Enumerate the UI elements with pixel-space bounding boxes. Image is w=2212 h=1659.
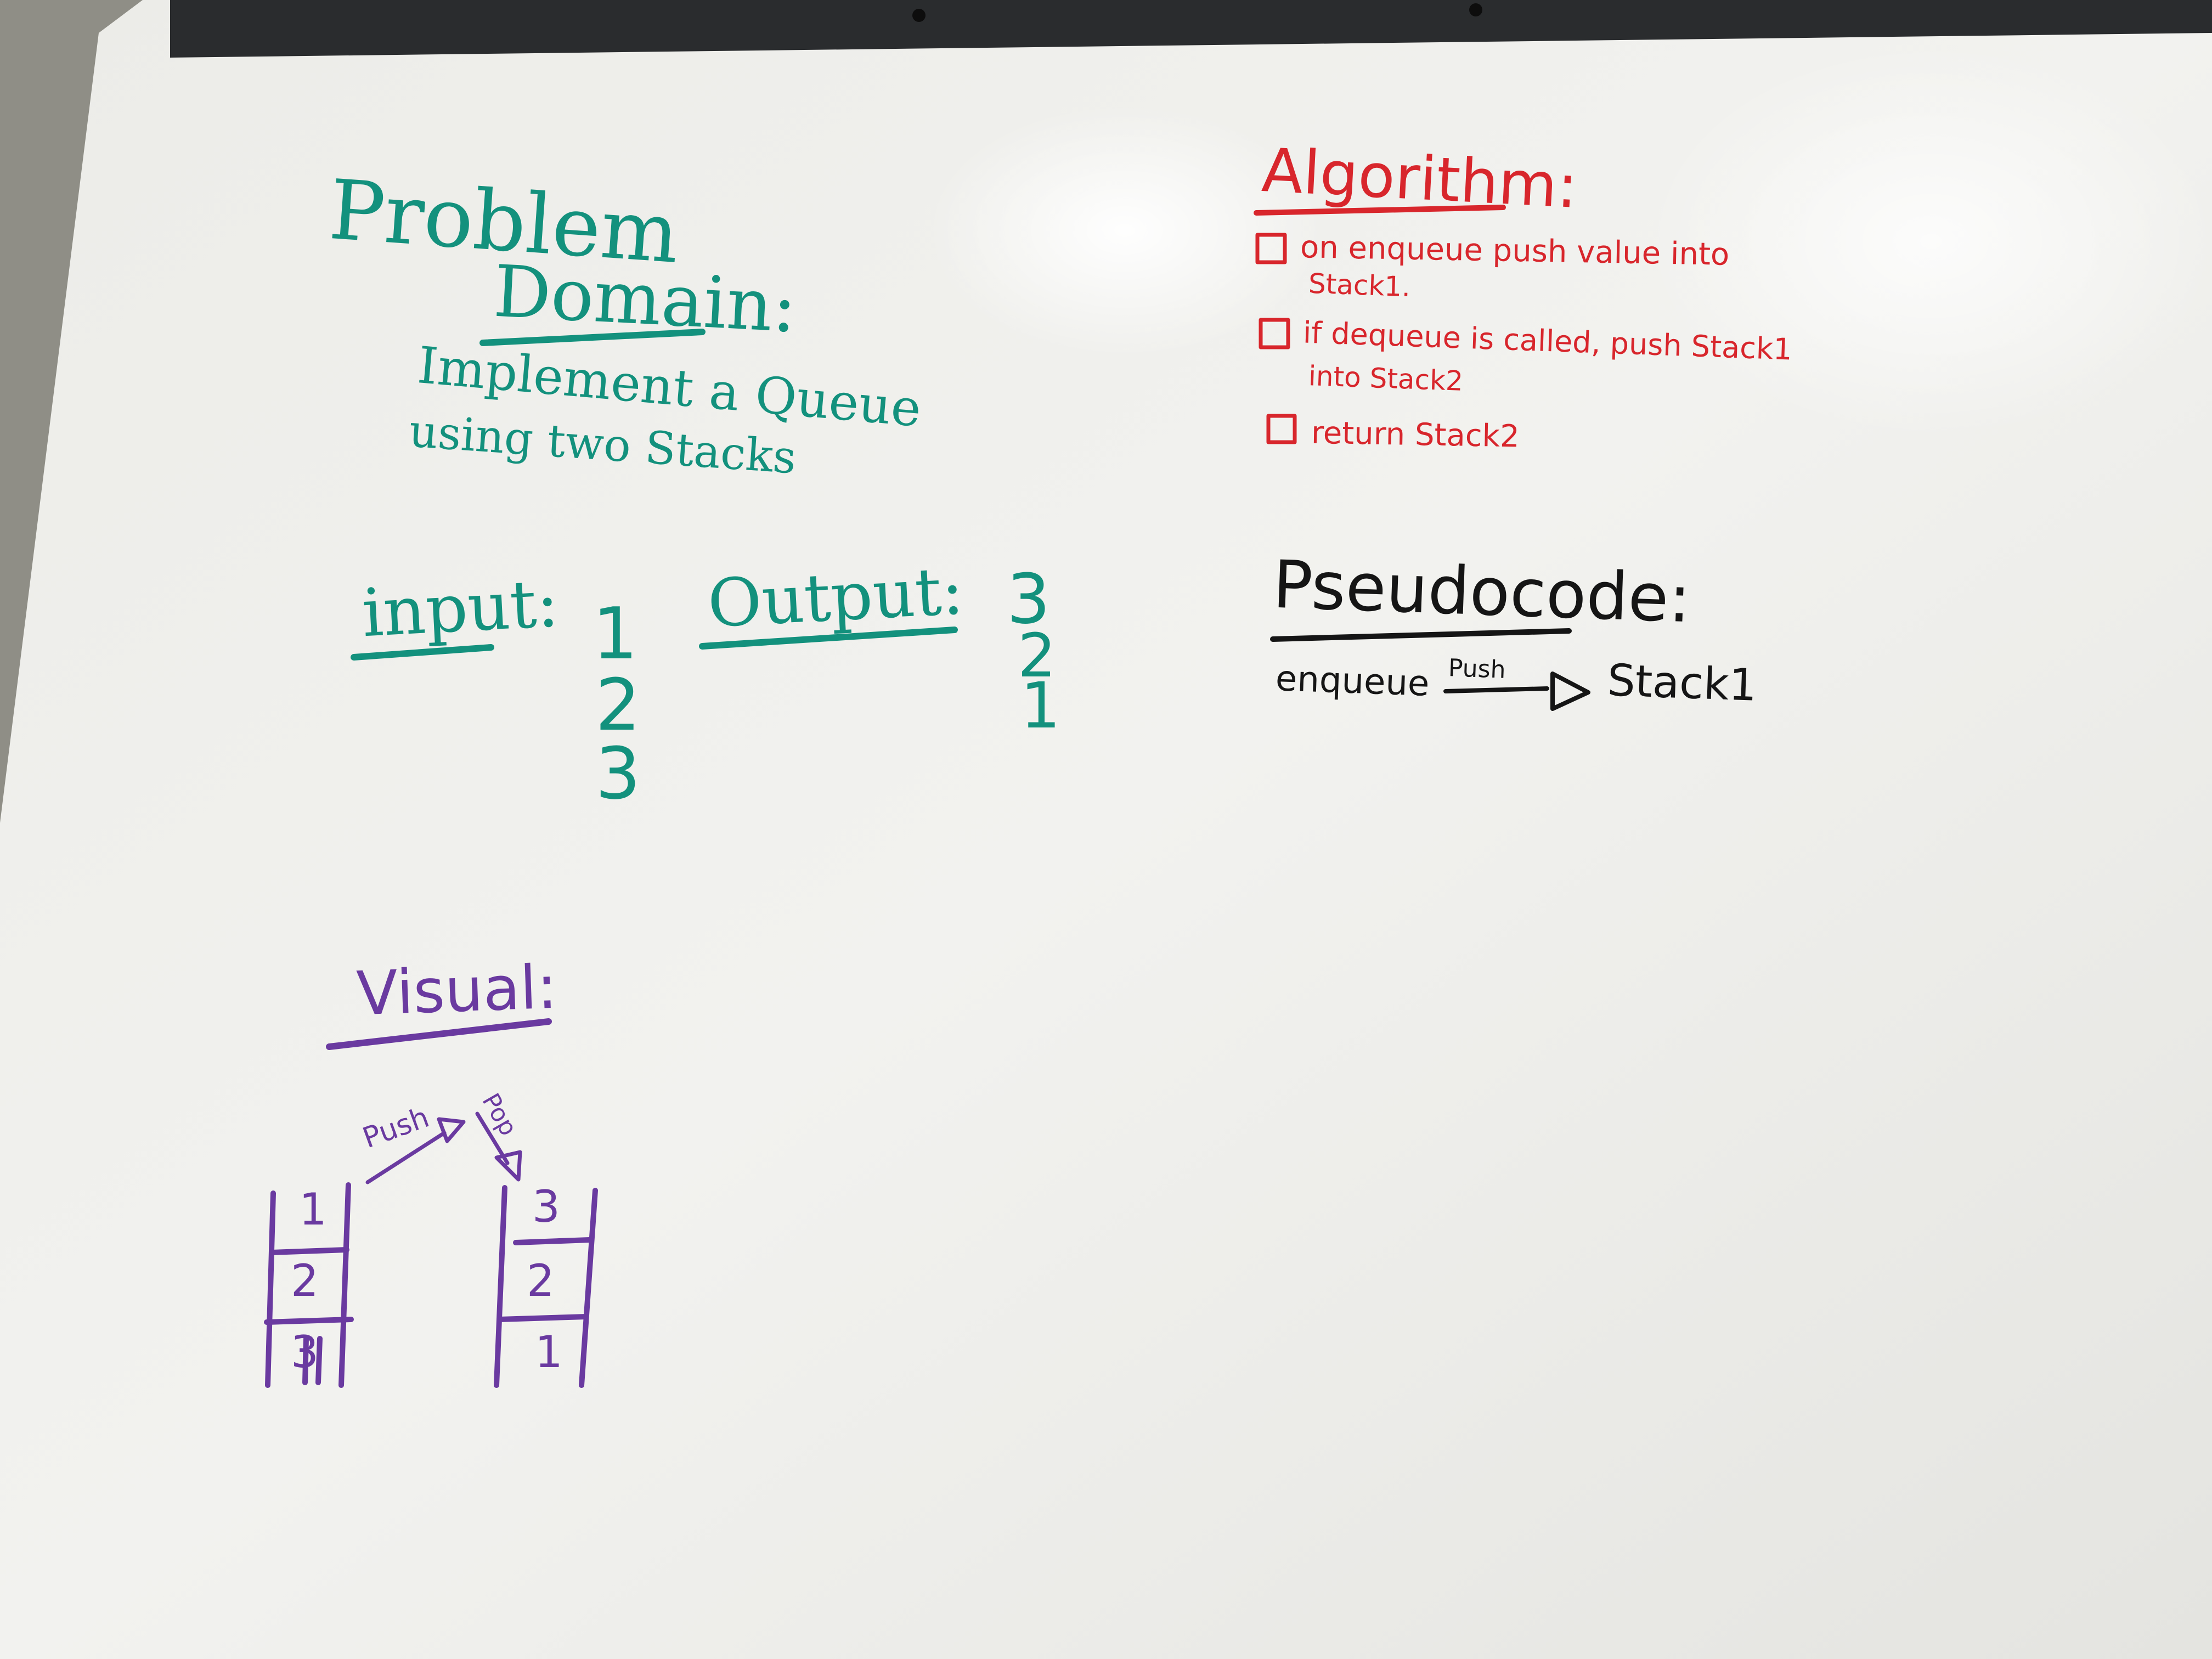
output-value-3: 1 (1020, 669, 1061, 743)
stack1-outline (264, 1182, 354, 1388)
stack1-cell-1: 1 (299, 1184, 327, 1235)
input-value-1: 1 (592, 592, 638, 675)
problem-underline (479, 329, 706, 346)
push-arrow-head (437, 1117, 466, 1143)
marker-tray (170, 0, 2212, 58)
input-underline (351, 644, 494, 661)
pop-arrow-head (494, 1150, 522, 1182)
pseudocode-arrow-head (1550, 672, 1590, 711)
stack2-cell-2: 2 (527, 1255, 555, 1306)
output-value-2: 2 (1018, 620, 1056, 691)
stack2-outline (494, 1185, 598, 1388)
pseudocode-arrow-shaft (1443, 686, 1549, 693)
visual-underline (326, 1018, 552, 1050)
stack2-cell-3: 1 (535, 1327, 563, 1378)
step3-checkbox (1266, 414, 1297, 444)
output-underline (699, 627, 958, 650)
output-value-1: 3 (1007, 560, 1051, 639)
input-value-3: 3 (595, 732, 641, 815)
stack2-cell-1: 3 (532, 1181, 560, 1232)
input-value-2: 2 (595, 663, 641, 747)
push-arrow-shaft (365, 1131, 447, 1184)
algorithm-underline (1254, 205, 1506, 216)
step2-checkbox (1259, 318, 1290, 349)
pseudocode-underline (1270, 628, 1572, 642)
step1-checkbox (1255, 233, 1287, 264)
stack1-cell-2: 2 (291, 1255, 319, 1306)
